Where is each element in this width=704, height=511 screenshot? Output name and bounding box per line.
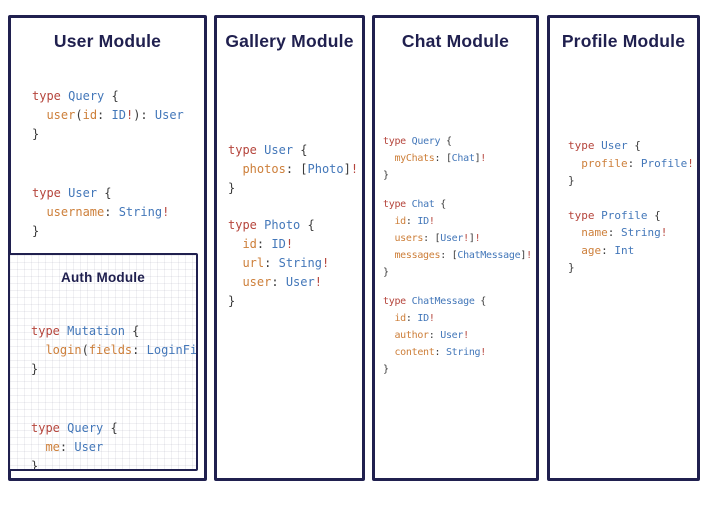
code-line: } [383,170,389,181]
code-line: type Mutation { [31,324,140,338]
panel-title-chat-module: Chat Module [401,31,510,51]
code-line: type Photo { [228,218,315,232]
code-line: } [32,127,40,141]
code-line: id: ID! [394,313,435,324]
user-module-code: type Query { user(id: ID!): User}type Us… [32,87,204,241]
code-line: type Query { [383,136,452,147]
auth-module-code: type Mutation { login(fields: LoginField… [31,322,196,471]
code-block: type Query { myChats: [Chat]!} [383,133,536,184]
code-block: type Query { user(id: ID!): User} [32,87,204,144]
code-line: type Query { [31,421,118,435]
code-line: type ChatMessage { [383,296,487,307]
panel-profile-module: Profile Module type User { profile: Prof… [547,15,700,481]
code-line: user: User! [242,275,322,289]
code-line: } [31,362,39,376]
code-line: photos: [Photo]! [242,162,359,176]
code-line: content: String! [394,347,487,358]
code-line: messages: [ChatMessage]! [394,250,532,261]
code-line: } [228,294,236,308]
code-line: } [383,364,389,375]
panel-auth-module: Auth Module type Mutation { login(fields… [8,253,198,471]
code-block: type Profile { name: String! age: Int} [568,207,697,277]
code-line: } [32,224,40,238]
code-block: type Chat { id: ID! users: [User!]! mess… [383,196,536,281]
code-line: url: String! [242,256,330,270]
panel-title-user-module: User Module [53,31,162,51]
code-line: } [383,267,389,278]
code-line: name: String! [581,226,668,239]
code-line: type Profile { [568,208,661,222]
code-line: type Chat { [383,199,446,210]
code-line: me: User [45,440,104,454]
code-line: age: Int [581,243,635,257]
code-line: } [228,181,236,195]
code-block: type Photo { id: ID! url: String! user: … [228,216,362,311]
panel-title-auth-module: Auth Module [61,270,145,285]
code-line: profile: Profile! [581,156,694,170]
code-line: type User { [568,139,641,152]
panel-user-module: User Module type Query { user(id: ID!): … [8,15,207,481]
code-line: } [568,174,575,187]
code-line: id: ID! [242,237,294,251]
code-line: type User { [32,186,112,200]
code-block: type Mutation { login(fields: LoginField… [31,322,196,379]
code-block: type User { username: String!} [32,184,204,241]
code-line: } [568,261,575,274]
code-line: users: [User!]! [394,233,481,244]
code-line: login(fields: LoginFields): User [45,343,198,357]
panel-title-gallery-module: Gallery Module [225,31,354,51]
code-line: type Query { [32,89,119,103]
code-line: myChats: [Chat]! [394,153,487,164]
panel-title-profile-module: Profile Module [561,31,686,51]
code-line: type User { [228,143,308,157]
code-line: username: String! [46,205,170,219]
profile-module-code: type User { profile: Profile!}type Profi… [568,137,697,277]
code-block: type User { profile: Profile!} [568,137,697,190]
gallery-module-code: type User { photos: [Photo]!}type Photo … [228,141,362,311]
code-line: } [31,459,39,471]
code-line: id: ID! [394,216,435,227]
code-line: user(id: ID!): User [46,108,184,122]
panel-gallery-module: Gallery Module type User { photos: [Phot… [214,15,365,481]
code-block: type User { photos: [Photo]!} [228,141,362,198]
code-block: type ChatMessage { id: ID! author: User!… [383,293,536,378]
code-line: author: User! [394,330,469,341]
panel-chat-module: Chat Module type Query { myChats: [Chat]… [372,15,539,481]
code-block: type Query { me: User} [31,419,196,471]
chat-module-code: type Query { myChats: [Chat]!}type Chat … [383,133,536,378]
